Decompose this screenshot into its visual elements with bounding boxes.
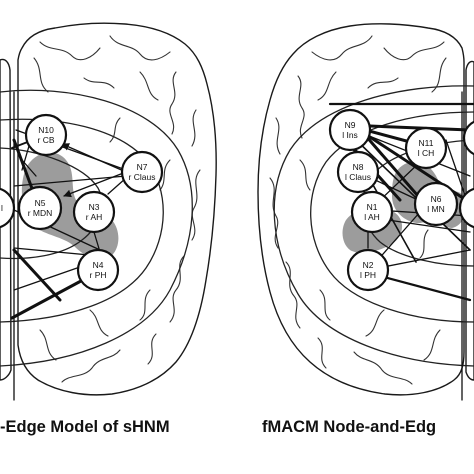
left-panel: l N10 r CB N7 r Claus N5 r MDN N3 r AH N…: [0, 22, 217, 436]
right-panel-sulci: [269, 35, 447, 385]
left-panel-caption: -Edge Model of sHNM: [0, 418, 170, 436]
node-n6: N6 l MN: [413, 181, 459, 227]
node-label: r CB: [38, 135, 55, 145]
node-label: r AH: [86, 212, 103, 222]
node-id: N9: [345, 120, 356, 130]
node-label: l Claus: [345, 172, 371, 182]
node-id: N11: [419, 138, 434, 148]
right-panel-outer-ring: [273, 85, 474, 367]
node-id: N4: [93, 260, 104, 270]
node-label: r MDN: [28, 208, 53, 218]
node-label: l CH: [418, 148, 435, 158]
node-n11: N11 l CH: [404, 126, 448, 170]
node-label: r PH: [90, 270, 107, 280]
node-n9: N9 l Ins: [328, 108, 372, 152]
node-n3: N3 r AH: [72, 190, 116, 234]
node-label: l Ins: [342, 130, 358, 140]
node-label: l MN: [427, 204, 444, 214]
partial-node-label: l: [1, 203, 3, 213]
node-label: r Claus: [129, 172, 156, 182]
node-id: N5: [35, 198, 46, 208]
node-n1: N1 l AH: [350, 190, 394, 234]
left-panel-partial-node: l: [0, 187, 16, 229]
left-panel-right-hemisphere: [17, 22, 217, 396]
left-panel-inner-ring: [0, 118, 164, 323]
node-label: l AH: [364, 212, 380, 222]
node-id: N7: [137, 162, 148, 172]
right-panel-caption: fMACM Node-and-Edg: [262, 418, 436, 436]
node-n7: N7 r Claus: [120, 150, 164, 194]
right-panel-middle-ring: [310, 111, 474, 323]
node-n8: N8 l Claus: [336, 150, 380, 194]
node-n4: N4 r PH: [76, 248, 120, 292]
right-panel: N9 l Ins N11 l CH N8 l Claus N6 l MN N1 …: [257, 23, 474, 436]
node-n2: N2 l PH: [346, 248, 390, 292]
node-label: l PH: [360, 270, 376, 280]
left-panel-outer-ring: [0, 89, 193, 367]
node-id: N6: [431, 194, 442, 204]
right-panel-partial-node-upper: [462, 120, 474, 156]
node-id: N8: [353, 162, 364, 172]
node-id: N2: [363, 260, 374, 270]
node-n10: N10 r CB: [24, 113, 68, 157]
node-id: N1: [367, 202, 378, 212]
node-id: N3: [89, 202, 100, 212]
right-panel-partial-node-lower: [458, 187, 474, 229]
node-n5: N5 r MDN: [17, 185, 63, 231]
node-id: N10: [38, 125, 54, 135]
left-panel-sulci: [33, 35, 201, 383]
